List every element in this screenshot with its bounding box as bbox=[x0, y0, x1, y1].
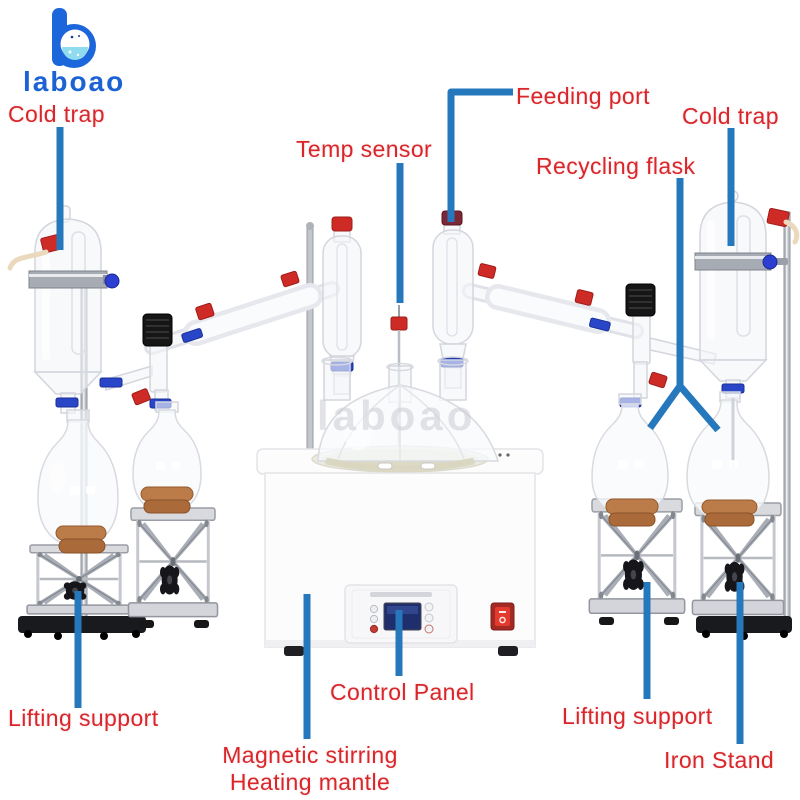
left-junction-adapter bbox=[99, 313, 173, 411]
left-cold-trap bbox=[7, 205, 120, 414]
mantle-foot-right bbox=[498, 646, 518, 656]
right-recycling-flask-1 bbox=[591, 393, 669, 516]
panel-button[interactable] bbox=[424, 602, 434, 612]
panel-button[interactable] bbox=[369, 614, 379, 624]
label-temp-sensor: Temp sensor bbox=[296, 136, 433, 162]
laboao-logo-icon bbox=[52, 8, 96, 68]
panel-button[interactable] bbox=[424, 613, 434, 623]
label-feeding-port: Feeding port bbox=[516, 83, 650, 109]
label-magnetic-stirring: Magnetic stirring Heating mantle bbox=[200, 742, 420, 796]
recycling-flask-leader-line bbox=[647, 178, 721, 433]
right-lifting-support bbox=[589, 499, 684, 625]
right-iron-stand bbox=[692, 503, 792, 640]
label-lifting-support-right: Lifting support bbox=[562, 703, 713, 729]
brand-name: laboao bbox=[23, 66, 126, 97]
right-cork-ring-1 bbox=[605, 498, 659, 527]
label-control-panel: Control Panel bbox=[330, 679, 475, 705]
left-lifting-support bbox=[18, 543, 146, 640]
center-support-rod bbox=[303, 222, 317, 455]
panel-button-red[interactable] bbox=[369, 624, 379, 634]
label-cold-trap-left: Cold trap bbox=[8, 101, 105, 127]
power-switch[interactable] bbox=[490, 602, 515, 631]
panel-button[interactable] bbox=[369, 604, 379, 614]
mantle-foot-left bbox=[284, 646, 304, 656]
label-magnetic-stirring-line1: Magnetic stirring bbox=[222, 742, 398, 768]
left-flask-large bbox=[37, 409, 119, 547]
label-magnetic-stirring-line2: Heating mantle bbox=[229, 769, 391, 795]
watermark-text: laboao bbox=[317, 392, 476, 439]
right-cork-ring-2 bbox=[701, 499, 758, 527]
leader-lines bbox=[56, 88, 744, 744]
panel-title-text bbox=[370, 592, 432, 597]
feeding-port-leader-line bbox=[447, 88, 513, 222]
label-lifting-support-left: Lifting support bbox=[8, 705, 159, 731]
panel-button[interactable] bbox=[424, 624, 434, 634]
right-iron-stand-rod bbox=[768, 211, 791, 623]
label-iron-stand: Iron Stand bbox=[664, 747, 775, 773]
left-lifting-support-2 bbox=[128, 508, 217, 628]
left-diagonal-condenser bbox=[144, 270, 340, 355]
label-cold-trap-right: Cold trap bbox=[682, 103, 779, 129]
left-cork-ring bbox=[55, 525, 107, 554]
label-recycling-flask: Recycling flask bbox=[536, 153, 696, 179]
dome-flask: laboao bbox=[317, 356, 500, 473]
right-cold-trap bbox=[694, 190, 800, 399]
left-cork-ring-2 bbox=[140, 486, 194, 514]
right-diagonal-condenser bbox=[462, 263, 644, 339]
